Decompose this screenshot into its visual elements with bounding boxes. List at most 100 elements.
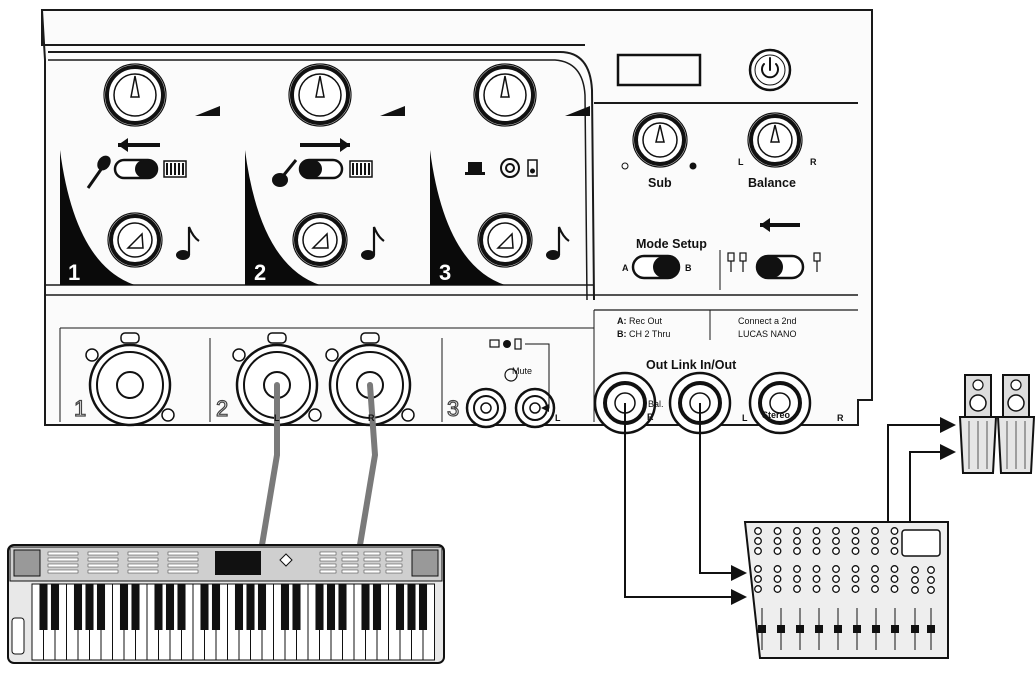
black-key[interactable] <box>119 584 129 630</box>
mixer-knob[interactable] <box>793 527 801 535</box>
mixer-knob[interactable] <box>851 537 860 545</box>
fader-cap[interactable] <box>853 625 861 633</box>
black-key[interactable] <box>395 584 405 630</box>
mixer-knob[interactable] <box>927 576 935 584</box>
mixer-knob[interactable] <box>812 585 821 593</box>
mode-switch-ab[interactable] <box>631 254 681 280</box>
mixer-knob[interactable] <box>927 586 935 594</box>
mixer-knob[interactable] <box>773 547 782 555</box>
preset-button[interactable] <box>87 557 119 562</box>
pitch-wheel[interactable] <box>11 617 25 655</box>
power-button[interactable] <box>748 48 792 92</box>
mixer-knob[interactable] <box>812 547 821 555</box>
gain-knob-1[interactable] <box>103 63 167 127</box>
preset-button[interactable] <box>363 557 381 562</box>
black-key[interactable] <box>361 584 370 630</box>
mixer-knob[interactable] <box>754 575 762 583</box>
black-key[interactable] <box>292 584 301 630</box>
mixer-knob[interactable] <box>871 585 879 593</box>
preset-button[interactable] <box>363 563 381 568</box>
preset-button[interactable] <box>341 551 359 556</box>
black-key[interactable] <box>257 584 267 630</box>
black-key[interactable] <box>85 584 94 630</box>
preset-button[interactable] <box>47 569 79 574</box>
mixer-knob[interactable] <box>754 527 762 535</box>
rca-jack-left[interactable] <box>465 387 507 429</box>
stereo-out-jack[interactable] <box>748 371 812 435</box>
mixer-knob[interactable] <box>754 547 762 555</box>
preset-button[interactable] <box>385 563 403 568</box>
mixer-knob[interactable] <box>890 527 899 535</box>
preset-button[interactable] <box>87 569 119 574</box>
black-key[interactable] <box>177 584 186 630</box>
fader-cap[interactable] <box>891 625 899 633</box>
mixer-knob[interactable] <box>793 585 801 593</box>
mixer-knob[interactable] <box>890 585 899 593</box>
mixer-knob[interactable] <box>890 575 899 583</box>
mixer-knob[interactable] <box>871 575 879 583</box>
mixer-knob[interactable] <box>871 547 879 555</box>
preset-button[interactable] <box>127 563 159 568</box>
mixer-knob[interactable] <box>890 565 899 573</box>
preset-button[interactable] <box>385 569 403 574</box>
preset-button[interactable] <box>341 557 359 562</box>
black-key[interactable] <box>246 584 255 630</box>
mixer-knob[interactable] <box>911 566 919 574</box>
black-key[interactable] <box>131 584 140 630</box>
mixer-knob[interactable] <box>851 547 860 555</box>
mixer-knob[interactable] <box>793 575 801 583</box>
mixer-knob[interactable] <box>911 576 919 584</box>
fader-cap[interactable] <box>758 625 766 633</box>
mixer-knob[interactable] <box>927 566 935 574</box>
black-key[interactable] <box>234 584 244 630</box>
mixer-knob[interactable] <box>812 527 821 535</box>
mixer-knob[interactable] <box>754 537 762 545</box>
preset-button[interactable] <box>341 563 359 568</box>
black-key[interactable] <box>326 584 336 630</box>
mixer-knob[interactable] <box>911 586 919 594</box>
mixer-knob[interactable] <box>832 537 840 545</box>
preset-button[interactable] <box>385 551 403 556</box>
mini-jack[interactable] <box>504 368 518 382</box>
mixer-knob[interactable] <box>754 585 762 593</box>
fader-cap[interactable] <box>777 625 785 633</box>
volume-knob-3[interactable] <box>477 212 533 268</box>
mixer-knob[interactable] <box>832 527 840 535</box>
input-switch-2[interactable] <box>298 158 344 180</box>
preset-button[interactable] <box>167 563 199 568</box>
mixer-knob[interactable] <box>851 575 860 583</box>
black-key[interactable] <box>407 584 416 630</box>
balance-knob[interactable] <box>747 112 803 168</box>
mixer-knob[interactable] <box>871 527 879 535</box>
mixer-knob[interactable] <box>793 565 801 573</box>
rca-jack-right[interactable] <box>514 387 556 429</box>
mixer-knob[interactable] <box>812 537 821 545</box>
preset-button[interactable] <box>167 557 199 562</box>
mixer-knob[interactable] <box>773 585 782 593</box>
black-key[interactable] <box>96 584 106 630</box>
mixer-knob[interactable] <box>832 585 840 593</box>
preset-button[interactable] <box>87 563 119 568</box>
black-key[interactable] <box>50 584 60 630</box>
input-switch-1[interactable] <box>113 158 159 180</box>
mixer-knob[interactable] <box>812 565 821 573</box>
black-key[interactable] <box>315 584 324 630</box>
fader-cap[interactable] <box>834 625 842 633</box>
black-key[interactable] <box>280 584 290 630</box>
mixer-knob[interactable] <box>793 537 801 545</box>
preset-button[interactable] <box>127 557 159 562</box>
fader-cap[interactable] <box>927 625 935 633</box>
gain-knob-3[interactable] <box>473 63 537 127</box>
preset-button[interactable] <box>47 551 79 556</box>
black-key[interactable] <box>372 584 382 630</box>
preset-button[interactable] <box>319 557 337 562</box>
mixer-knob[interactable] <box>832 575 840 583</box>
mixer-knob[interactable] <box>773 565 782 573</box>
mixer-knob[interactable] <box>871 537 879 545</box>
preset-button[interactable] <box>127 551 159 556</box>
fader-cap[interactable] <box>796 625 804 633</box>
dpad-button[interactable] <box>279 553 293 567</box>
black-key[interactable] <box>39 584 48 630</box>
mixer-knob[interactable] <box>890 537 899 545</box>
preset-button[interactable] <box>167 569 199 574</box>
